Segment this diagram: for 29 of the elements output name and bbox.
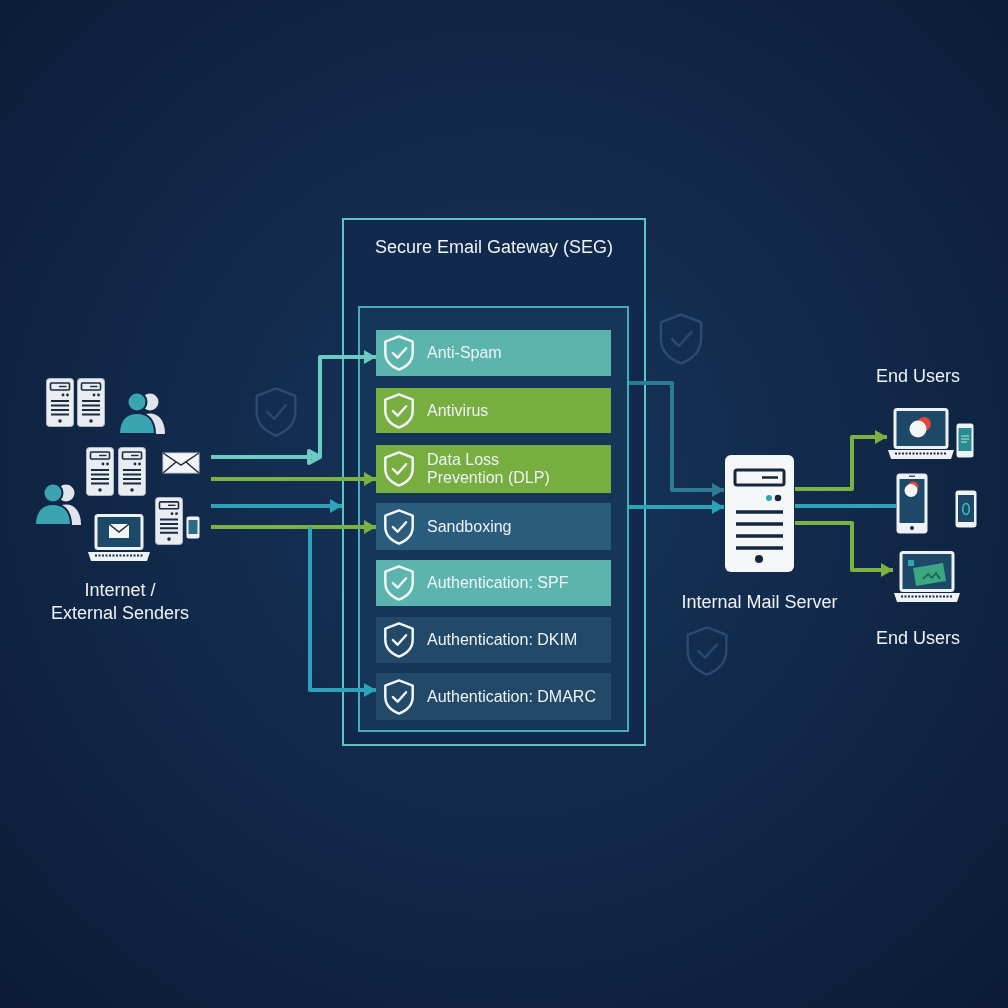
filter-label: Antivirus [427, 401, 489, 420]
group-label: End Users [876, 365, 960, 387]
filter-label: Anti-Spam [427, 344, 502, 362]
gateway-title: Secure Email Gateway (SEG) [374, 236, 614, 258]
filter-panel [358, 306, 629, 732]
filter-bar [376, 445, 611, 493]
filter-label: Sandboxing [427, 517, 512, 536]
filter-label: Authentication: DKIM [427, 631, 578, 649]
filter-bar [376, 560, 611, 606]
node-label: Internal Mail Server [681, 591, 838, 613]
node-label: Internet / External Senders [50, 579, 190, 625]
arrow [211, 499, 342, 513]
filter-label: Data Loss Prevention (DLP) [427, 451, 551, 487]
filter-bar [376, 617, 611, 663]
arrow [795, 521, 893, 577]
group-label: End Users [876, 627, 960, 649]
arrow [629, 381, 724, 497]
filter-bar [376, 673, 611, 720]
arrow [629, 500, 724, 514]
gateway-box [342, 218, 646, 746]
filter-label: Authentication: DMARC [427, 687, 596, 706]
arrow [209, 350, 378, 465]
arrow [308, 527, 376, 697]
filter-bar [376, 388, 611, 433]
filter-bar [376, 503, 611, 550]
arrow [795, 430, 887, 491]
arrow [211, 472, 376, 486]
filter-label: Authentication: SPF [427, 574, 569, 592]
filter-bar [376, 330, 611, 376]
